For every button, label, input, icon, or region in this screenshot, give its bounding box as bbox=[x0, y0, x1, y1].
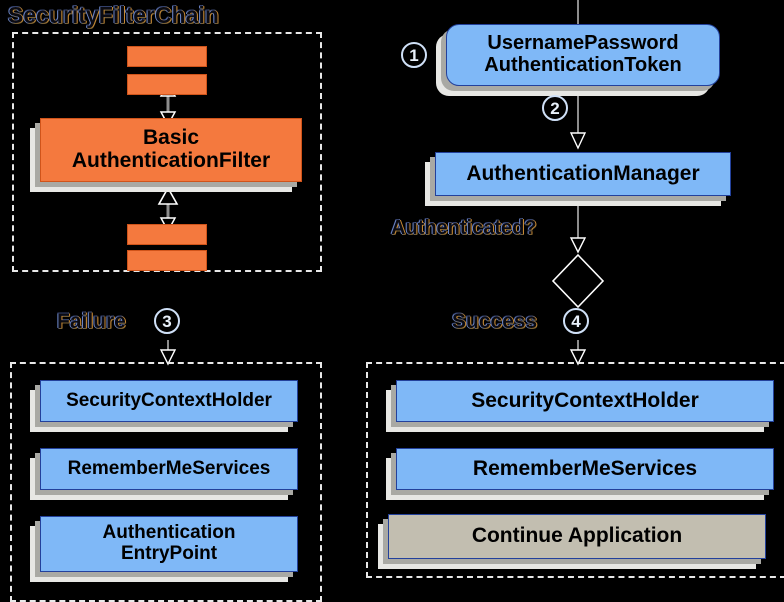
node-continue-application[interactable]: Continue Application bbox=[378, 514, 766, 569]
node-authentication-manager[interactable]: AuthenticationManager bbox=[425, 152, 731, 206]
diamond-decision-icon bbox=[551, 253, 605, 309]
node-success-security-context-holder[interactable]: SecurityContextHolder bbox=[386, 380, 774, 432]
basic-auth-filter-line1: Basic bbox=[142, 126, 200, 150]
filter-bar-2 bbox=[127, 74, 207, 95]
node-failure-security-context-holder[interactable]: SecurityContextHolder bbox=[30, 380, 298, 432]
node-face: RememberMeServices bbox=[396, 448, 774, 490]
node-face: Basic AuthenticationFilter bbox=[40, 118, 302, 182]
security-filter-chain-title: SecurityFilterChain bbox=[8, 2, 219, 28]
entry-point-line2: EntryPoint bbox=[120, 543, 218, 564]
node-basic-authentication-filter[interactable]: Basic AuthenticationFilter bbox=[30, 118, 302, 192]
basic-auth-filter-line2: AuthenticationFilter bbox=[71, 149, 271, 172]
node-face: Authentication EntryPoint bbox=[40, 516, 298, 572]
filter-bar-4 bbox=[127, 250, 207, 271]
step-number-3: 3 bbox=[154, 308, 180, 334]
token-line1: UsernamePassword bbox=[487, 32, 679, 55]
failure-label: Failure bbox=[57, 310, 126, 333]
success-label: Success bbox=[452, 310, 538, 333]
edge-success-branch bbox=[569, 340, 587, 366]
node-face: UsernamePassword AuthenticationToken bbox=[446, 24, 720, 86]
edge-token-to-manager bbox=[569, 88, 587, 150]
node-failure-remember-me-services[interactable]: RememberMeServices bbox=[30, 448, 298, 500]
node-authentication-entry-point[interactable]: Authentication EntryPoint bbox=[30, 516, 298, 582]
step-number-1: 1 bbox=[401, 42, 427, 68]
filter-bar-1 bbox=[127, 46, 207, 67]
edge-failure-branch bbox=[159, 340, 177, 366]
token-line2: AuthenticationToken bbox=[484, 54, 682, 76]
success-region bbox=[366, 362, 784, 578]
authenticated-question-label: Authenticated? bbox=[391, 217, 537, 239]
node-success-remember-me-services[interactable]: RememberMeServices bbox=[386, 448, 774, 500]
entry-point-line1: Authentication bbox=[102, 522, 236, 544]
node-username-password-authentication-token[interactable]: UsernamePassword AuthenticationToken bbox=[436, 24, 720, 96]
node-face: SecurityContextHolder bbox=[396, 380, 774, 422]
step-number-2: 2 bbox=[542, 95, 568, 121]
node-face: SecurityContextHolder bbox=[40, 380, 298, 422]
security-filter-chain-region bbox=[12, 32, 322, 272]
edge-manager-to-decision bbox=[551, 195, 605, 309]
step-number-4: 4 bbox=[563, 308, 589, 334]
node-face: Continue Application bbox=[388, 514, 766, 559]
node-face: RememberMeServices bbox=[40, 448, 298, 490]
filter-bar-3 bbox=[127, 224, 207, 245]
node-face: AuthenticationManager bbox=[435, 152, 731, 196]
